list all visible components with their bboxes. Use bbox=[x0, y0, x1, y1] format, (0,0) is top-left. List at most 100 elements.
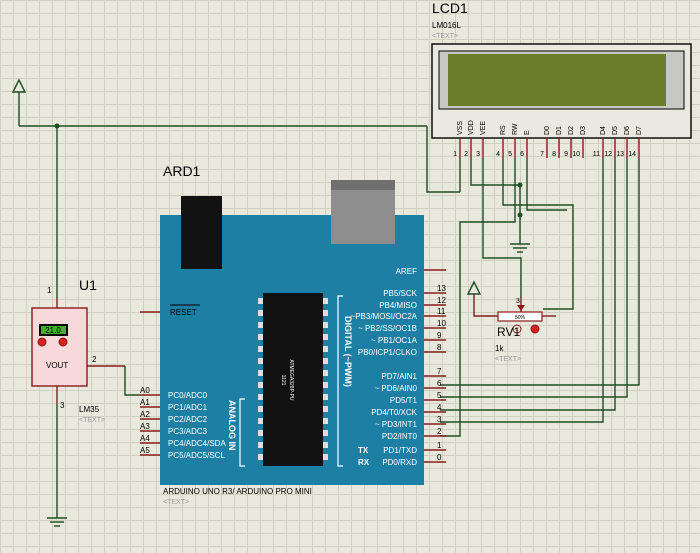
digital-pin-number: 10 bbox=[437, 319, 446, 328]
digital-pin-name: PB4/MISO bbox=[379, 301, 417, 310]
digital-pin-name: PD7/AIN1 bbox=[381, 372, 417, 381]
lcd-pin-name: VEE bbox=[480, 121, 487, 135]
vcc-to-lcd-wire bbox=[426, 126, 460, 193]
pot-text-tag: <TEXT> bbox=[495, 356, 521, 363]
chip-leg bbox=[258, 406, 263, 412]
chip-leg bbox=[258, 442, 263, 448]
sensor-text-tag: <TEXT> bbox=[79, 417, 105, 424]
digital-pin-name: PD2/INT0 bbox=[382, 432, 418, 441]
reset-label: RESET bbox=[170, 308, 197, 317]
ground-symbol bbox=[47, 517, 67, 527]
digital-pin-number: 6 bbox=[437, 379, 442, 388]
lcd-pin-name: RS bbox=[500, 125, 507, 135]
chip-leg bbox=[323, 406, 328, 412]
analog-pin-name: PC4/ADC4/SDA bbox=[168, 439, 226, 448]
digital-label: DIGITAL (~PWM) bbox=[343, 316, 353, 387]
chip-leg bbox=[323, 430, 328, 436]
chip-code: 1121 bbox=[280, 375, 286, 386]
digital-pin-number: 9 bbox=[437, 331, 442, 340]
digital-pin-number: 12 bbox=[437, 296, 446, 305]
lcd-pin-number: 9 bbox=[564, 151, 568, 158]
ground-symbol bbox=[510, 243, 530, 253]
lcd-pin-name: D6 bbox=[624, 126, 631, 135]
analog-pins: A0PC0/ADC0A1PC1/ADC1A2PC2/ADC2A3PC3/ADC3… bbox=[140, 386, 226, 460]
chip-leg bbox=[258, 382, 263, 388]
power-terminal[interactable] bbox=[11, 78, 27, 126]
lcd-pin-number: 3 bbox=[476, 151, 480, 158]
sensor-vout-label: VOUT bbox=[46, 361, 68, 370]
chip-leg bbox=[323, 346, 328, 352]
temperature-sensor[interactable] bbox=[31, 307, 88, 387]
chip-leg bbox=[258, 454, 263, 460]
lcd-pin-name: D5 bbox=[612, 126, 619, 135]
analog-pin-number: A5 bbox=[140, 446, 150, 455]
analog-pin-name: PC5/ADC5/SCL bbox=[168, 451, 225, 460]
arduino-text-tag: <TEXT> bbox=[163, 499, 189, 506]
lcd-pin-number: 12 bbox=[604, 151, 612, 158]
pot-ref-label: RV1 bbox=[497, 325, 520, 339]
chip-leg bbox=[258, 346, 263, 352]
chip-leg bbox=[323, 418, 328, 424]
lcd-pin-name: D2 bbox=[568, 126, 575, 135]
digital-pin-number: 7 bbox=[437, 367, 442, 376]
serial-tag: RX bbox=[358, 458, 370, 467]
analog-in-label: ANALOG IN bbox=[227, 400, 237, 451]
chip-leg bbox=[323, 310, 328, 316]
digital-pin-name: PD1/TXD bbox=[383, 446, 417, 455]
lcd-pin-number: 13 bbox=[616, 151, 624, 158]
lcd-text-tag: <TEXT> bbox=[432, 33, 458, 40]
chip-leg bbox=[323, 358, 328, 364]
digital-pin-number: 5 bbox=[437, 391, 442, 400]
digital-pin-number: 3 bbox=[437, 415, 442, 424]
serial-tag: TX bbox=[358, 446, 369, 455]
lcd-pin-number: 4 bbox=[496, 151, 500, 158]
analog-pin-name: PC2/ADC2 bbox=[168, 415, 208, 424]
lcd-pin-name: VSS bbox=[457, 121, 464, 135]
chip-leg bbox=[258, 322, 263, 328]
lcd-pin-number: 14 bbox=[628, 151, 636, 158]
lcd-module[interactable] bbox=[431, 43, 692, 139]
lcd-pin-number: 8 bbox=[552, 151, 556, 158]
lcd-pin-number: 5 bbox=[508, 151, 512, 158]
digital-pin-name: ~ PD6/AIN0 bbox=[375, 384, 418, 393]
sensor-pin2-label: 2 bbox=[92, 355, 97, 364]
chip-leg bbox=[323, 442, 328, 448]
digital-pin-number: 13 bbox=[437, 284, 446, 293]
potentiometer[interactable] bbox=[466, 280, 556, 334]
chip-leg bbox=[323, 394, 328, 400]
digital-pin-name: ~PB3/MOSI/OC2A bbox=[351, 312, 418, 321]
aref-label: AREF bbox=[396, 267, 417, 276]
lcd-ref-label: LCD1 bbox=[432, 0, 468, 16]
digital-pin-number: 0 bbox=[437, 453, 442, 462]
chip-leg bbox=[323, 298, 328, 304]
analog-pin-name: PC0/ADC0 bbox=[168, 391, 208, 400]
pot-value-label: 1k bbox=[495, 344, 504, 353]
lcd-pin-name: D7 bbox=[636, 126, 643, 135]
analog-pin-number: A3 bbox=[140, 422, 150, 431]
lcd-pin-name: VDD bbox=[468, 120, 475, 135]
analog-pin-number: A1 bbox=[140, 398, 150, 407]
lcd-pin-number: 6 bbox=[520, 151, 524, 158]
sensor-pin3-label: 3 bbox=[60, 401, 65, 410]
digital-pin-name: PB5/SCK bbox=[383, 289, 417, 298]
digital-pin-name: PD0/RXD bbox=[382, 458, 417, 467]
chip-leg bbox=[258, 358, 263, 364]
chip-leg bbox=[258, 394, 263, 400]
digital-pin-number: 11 bbox=[437, 307, 446, 316]
analog-pin-number: A0 bbox=[140, 386, 150, 395]
lcd-pin-number: 10 bbox=[572, 151, 580, 158]
lcd-model-label: LM016L bbox=[432, 21, 461, 30]
pot-wiper-pin: 3 bbox=[516, 298, 520, 305]
arduino-title: ARDUINO UNO R3/ ARDUINO PRO MINI bbox=[163, 487, 312, 496]
analog-pin-name: PC3/ADC3 bbox=[168, 427, 208, 436]
chip-leg bbox=[323, 322, 328, 328]
lcd-screen bbox=[448, 54, 666, 106]
analog-pin-name: PC1/ADC1 bbox=[168, 403, 208, 412]
chip-leg bbox=[258, 334, 263, 340]
chip-leg bbox=[323, 382, 328, 388]
vout-to-a0-wire bbox=[124, 366, 140, 396]
digital-pin-number: 2 bbox=[437, 427, 442, 436]
